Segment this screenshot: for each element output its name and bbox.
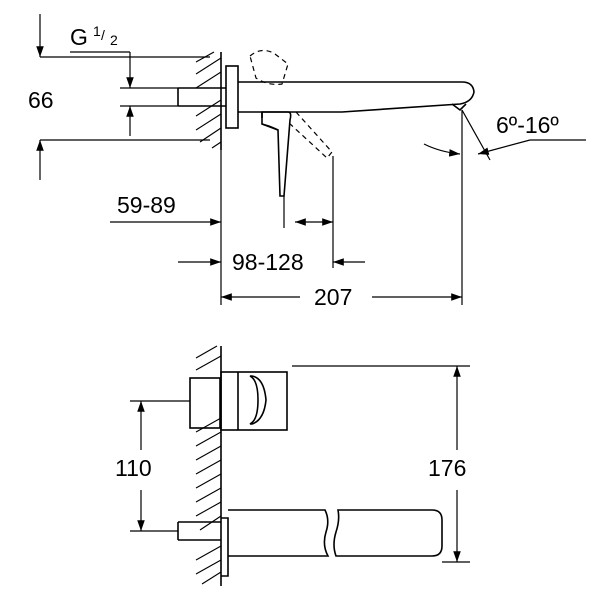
handle-lever — [261, 111, 292, 197]
thread-fraction-separator: / — [101, 27, 105, 43]
dim-handle-offset: 98-128 — [178, 218, 365, 275]
handle-lever-alt-position — [249, 49, 333, 159]
wall-hatch-front — [195, 345, 222, 586]
dim-total-height-label: 176 — [428, 455, 466, 481]
thread-fraction-numerator: 1 — [93, 23, 101, 39]
dim-axis-distance: 110 — [115, 400, 190, 532]
escutcheon-plate — [225, 65, 239, 129]
dim-spout-length: 207 — [221, 284, 462, 310]
thread-fraction-denominator: 2 — [110, 32, 118, 48]
front-view: 110 176 — [115, 345, 470, 586]
dim-wall-depth-label: 59-89 — [117, 192, 176, 218]
dim-spout-length-label: 207 — [314, 284, 352, 310]
dim-wall-depth: 59-89 — [110, 192, 221, 226]
dim-spout-angle-label: 6º-16º — [496, 112, 559, 138]
dim-spout-angle: 6º-16º — [423, 109, 586, 161]
thread-size-label: G 1 / 2 — [70, 23, 134, 136]
handle-housing — [189, 371, 288, 431]
dim-height-label: 66 — [28, 87, 54, 113]
top-view: G 1 / 2 66 59-89 — [28, 14, 586, 310]
dim-66-extensions — [36, 14, 210, 180]
dim-axis-distance-label: 110 — [115, 455, 152, 481]
dim-handle-offset-label: 98-128 — [232, 249, 304, 275]
wall-hatch-top — [195, 51, 222, 150]
thread-label-g: G — [70, 24, 88, 50]
spout-front — [177, 509, 443, 577]
wall-connection-pipe — [177, 87, 226, 107]
dim-total-height: 176 — [292, 365, 470, 563]
